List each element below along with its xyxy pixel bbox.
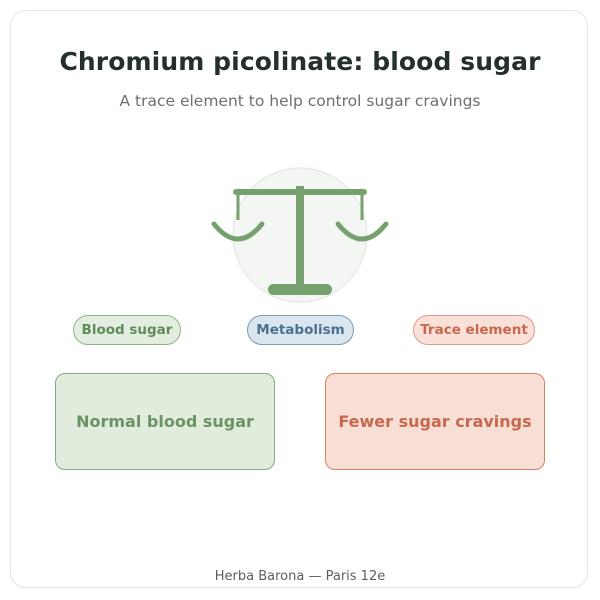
tag-blood-sugar: Blood sugar: [73, 315, 181, 345]
page-subtitle: A trace element to help control sugar cr…: [119, 92, 481, 110]
benefit-normal-blood-sugar: Normal blood sugar: [55, 373, 275, 470]
scale-left-pan: [211, 221, 265, 242]
balance-scale-icon: [211, 167, 389, 303]
scale-pillar: [296, 186, 304, 286]
tag-metabolism: Metabolism: [247, 315, 354, 345]
benefit-fewer-sugar-cravings: Fewer sugar cravings: [325, 373, 545, 470]
scale-base: [268, 284, 332, 295]
footer-credit: Herba Barona — Paris 12e: [214, 569, 386, 584]
tag-trace-element: Trace element: [413, 315, 535, 345]
page-title: Chromium picolinate: blood sugar: [59, 47, 541, 76]
scale-right-pan: [335, 221, 389, 242]
